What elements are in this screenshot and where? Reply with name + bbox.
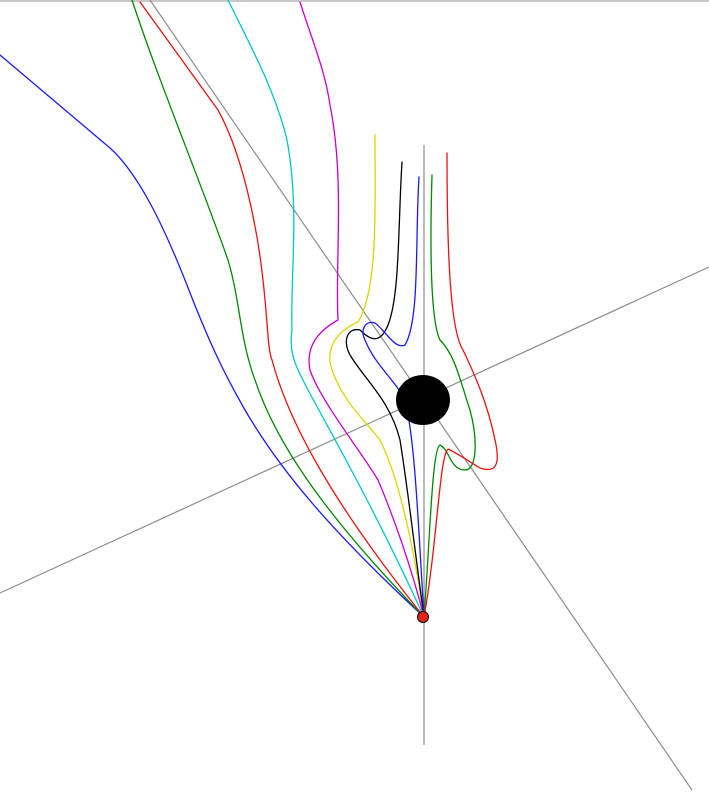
ray-5 bbox=[299, 1, 425, 618]
black-hole bbox=[396, 375, 450, 425]
top-border bbox=[0, 0, 709, 2]
ray-7 bbox=[345, 161, 425, 618]
ray-4 bbox=[227, 0, 425, 618]
ray-9 bbox=[423, 174, 476, 618]
ray-3 bbox=[139, 1, 425, 618]
ray-2 bbox=[131, 0, 425, 618]
axis-horizontal bbox=[0, 266, 709, 594]
light-rays bbox=[0, 0, 498, 618]
ray-6 bbox=[329, 134, 425, 618]
ray-1 bbox=[0, 54, 425, 618]
ray-8 bbox=[362, 176, 425, 618]
ray-10 bbox=[423, 152, 498, 618]
source-point bbox=[417, 611, 429, 623]
